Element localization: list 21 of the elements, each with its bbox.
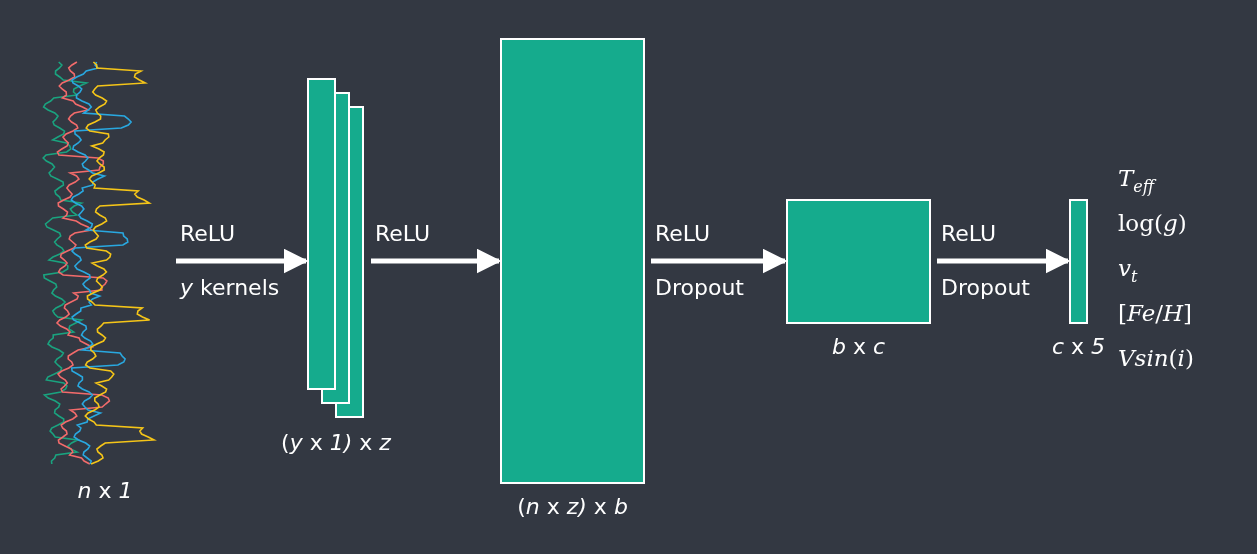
edge-label: ReLU Dropout [655, 220, 744, 302]
output-layer-bar [1069, 199, 1088, 324]
layer-box [500, 38, 645, 484]
dimension-label: c x 5 [1051, 334, 1106, 359]
dimension-label: n x 1 [77, 478, 133, 503]
edge-label: ReLU [375, 221, 431, 247]
arrow [937, 248, 1071, 274]
output-parameter: T$_{eff}$ [1118, 165, 1155, 196]
arrow [371, 248, 502, 274]
arrow [651, 248, 788, 274]
edge-label: ReLU y kernels [180, 220, 280, 302]
output-parameter: [Fe/H] [1118, 300, 1193, 326]
output-parameter: Vsin(i) [1118, 345, 1194, 371]
layer-box [786, 199, 931, 324]
dimension-label: (y x 1) x z [281, 430, 391, 455]
dimension-label: b x c [831, 334, 886, 359]
output-parameter: log(g) [1118, 210, 1187, 236]
arrow [176, 248, 309, 274]
edge-label: ReLU Dropout [941, 220, 1030, 302]
dimension-label: (n x z) x b [517, 494, 628, 519]
output-parameter: v$_{t}$ [1118, 255, 1138, 286]
